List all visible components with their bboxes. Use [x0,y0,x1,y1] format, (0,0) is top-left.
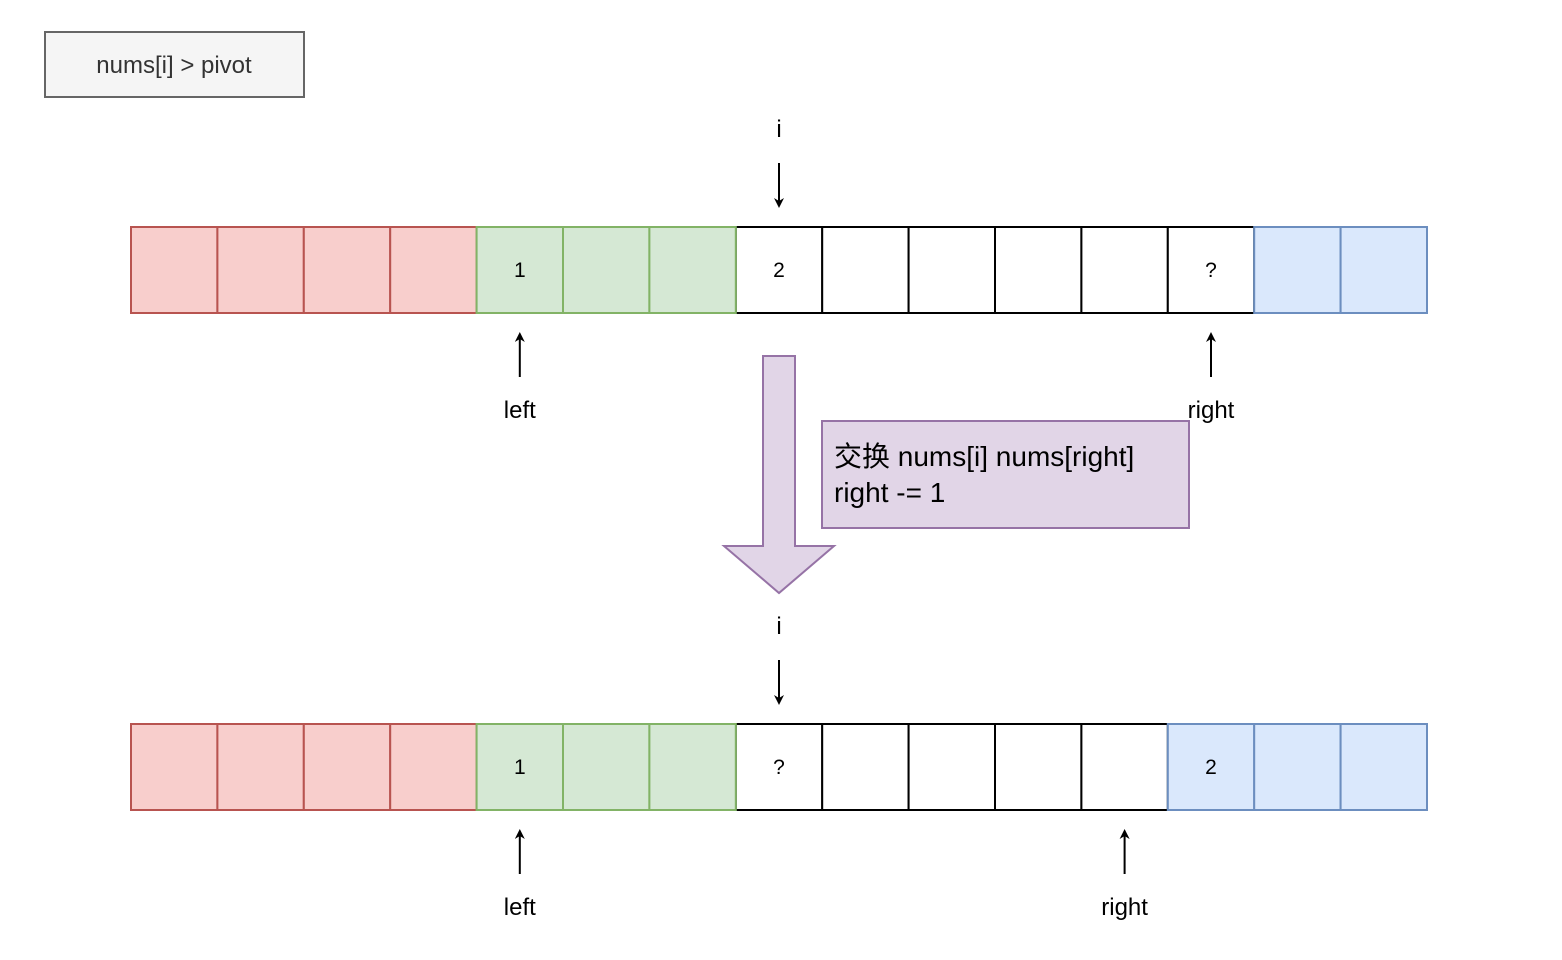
before-cell [130,226,219,314]
before-cell [821,226,910,314]
after-cell [648,723,737,811]
before-cell [1253,226,1342,314]
before-cell-value: 2 [773,259,785,282]
before-cell [907,226,996,314]
before-cell-value: 1 [514,259,526,282]
array-before: 1 2? [130,226,1428,314]
before-cell [216,226,305,314]
after-cell [821,723,910,811]
pointers-before: i left right [504,116,1235,424]
operation-line-decrement: right -= 1 [834,477,945,508]
array-after: 1? 2 [130,723,1428,811]
before-cell [648,226,737,314]
after-cell-value: 2 [1205,756,1217,779]
after-cell [1339,723,1428,811]
after-pointer-right-label: right [1101,894,1148,921]
pointers-after: i left right [504,613,1148,921]
before-cell [994,226,1083,314]
after-cell [389,723,478,811]
after-cell [562,723,651,811]
condition-box: nums[i] > pivot [44,31,305,98]
before-cell [734,226,824,314]
after-cell [1080,723,1169,811]
operation-note-frame [821,420,1190,529]
condition-label: nums[i] > pivot [96,52,252,79]
transition-arrow [721,355,837,595]
after-cell [302,723,392,811]
before-pointer-left-label: left [504,397,536,424]
before-cell [302,226,392,314]
before-pointer-right-label: right [1188,397,1235,424]
before-cell [1339,226,1428,314]
after-cell [907,723,996,811]
before-cell-value: ? [1205,259,1217,282]
after-cell [130,723,219,811]
after-cell [994,723,1083,811]
operation-line-swap: 交换 nums[i] nums[right] [834,441,1134,472]
after-cell-value: ? [773,756,785,779]
after-cell-value: 1 [514,756,526,779]
after-cell [1253,723,1342,811]
after-pointer-left-label: left [504,894,536,921]
condition-box-frame [44,31,305,98]
before-cell [562,226,651,314]
before-pointer-i-label: i [776,116,781,143]
operation-note: 交换 nums[i] nums[right] right -= 1 [821,420,1190,529]
before-cell [1166,226,1256,314]
before-cell [1080,226,1169,314]
down-block-arrow-icon [721,355,837,595]
after-cell [216,723,305,811]
after-cell [475,723,565,811]
before-cell [389,226,478,314]
after-pointer-i-label: i [776,613,781,640]
